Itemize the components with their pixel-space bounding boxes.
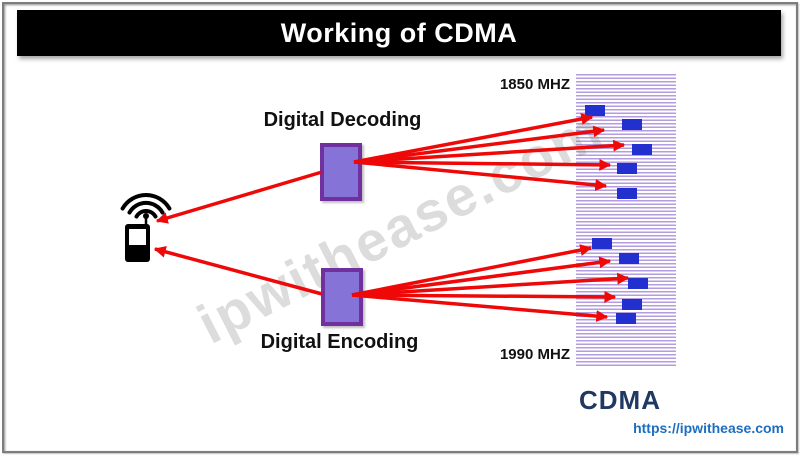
- signal-block: [616, 313, 636, 324]
- signal-arrow: [353, 160, 608, 191]
- signal-block: [628, 278, 648, 289]
- signal-block: [617, 163, 637, 174]
- signal-waves-icon: [120, 192, 172, 219]
- signal-arrow: [155, 170, 323, 224]
- mobile-phone-icon: [120, 192, 172, 262]
- signal-arrows: [153, 113, 630, 323]
- signal-block: [622, 119, 642, 130]
- title-bar: Working of CDMA: [17, 10, 781, 56]
- watermark-text: ipwithease.com: [187, 97, 613, 356]
- frequency-top-label: 1850 MHZ: [499, 76, 570, 93]
- page-title: Working of CDMA: [280, 17, 518, 48]
- signal-arrow: [353, 125, 606, 164]
- encoder-box: [321, 268, 363, 326]
- signal-arrow: [353, 158, 612, 171]
- website-link[interactable]: https://ipwithease.com: [633, 420, 784, 436]
- signal-block: [619, 253, 639, 264]
- signal-block: [592, 238, 612, 249]
- signal-arrow: [351, 256, 612, 297]
- decoder-label: Digital Decoding: [263, 109, 422, 131]
- signal-arrow: [351, 244, 593, 297]
- signal-block: [622, 299, 642, 310]
- signal-block: [617, 188, 637, 199]
- frequency-bottom-label: 1990 MHZ: [499, 346, 570, 363]
- signal-arrow: [351, 293, 609, 323]
- encoder-label: Digital Encoding: [260, 331, 419, 353]
- signal-block: [632, 144, 652, 155]
- signal-block: [585, 105, 605, 116]
- signal-arrow: [153, 246, 323, 296]
- cdma-band-label: CDMA: [579, 385, 661, 415]
- decoder-box: [320, 143, 362, 201]
